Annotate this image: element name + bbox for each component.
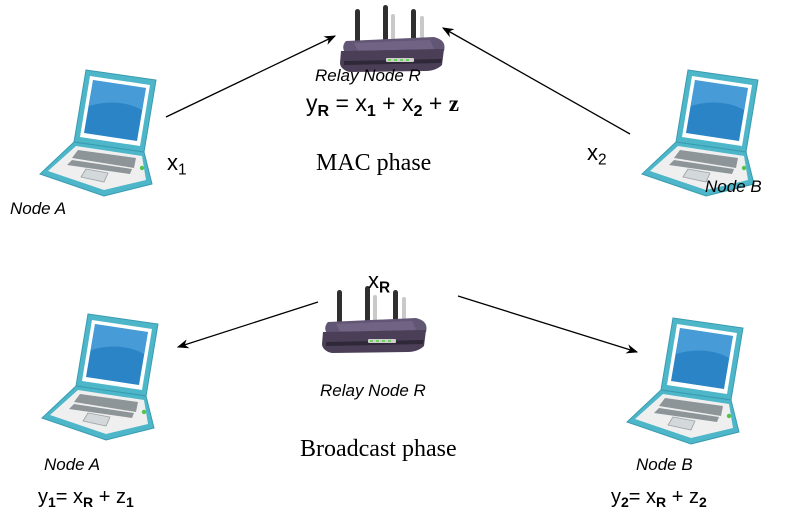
broadcast-node-b-laptop-icon bbox=[626, 317, 744, 445]
broadcast-node-b-equation: y2= xR + z2 bbox=[611, 486, 707, 511]
broadcast-phase-label: Broadcast phase bbox=[300, 436, 457, 462]
mac-relay-label: Relay Node R bbox=[315, 66, 421, 85]
broadcast-node-a-equation: y1= xR + z1 bbox=[38, 486, 134, 511]
arrow-a-to-relay bbox=[165, 35, 337, 118]
broadcast-node-a-label: Node A bbox=[44, 455, 101, 474]
arrow-b-to-relay bbox=[441, 27, 631, 135]
mac-phase-label: MAC phase bbox=[316, 150, 432, 176]
arrow-relay-to-a bbox=[176, 301, 319, 349]
mac-node-a-label: Node A bbox=[10, 199, 67, 218]
broadcast-router-icon bbox=[322, 286, 427, 353]
mac-node-a-laptop-icon bbox=[39, 69, 157, 197]
mac-node-a-signal: x1 bbox=[167, 150, 187, 179]
mac-node-b-label: Node B bbox=[705, 177, 762, 196]
broadcast-node-a-laptop-icon bbox=[41, 313, 159, 441]
broadcast-node-b-label: Node B bbox=[636, 455, 693, 474]
arrow-relay-to-b bbox=[457, 295, 639, 354]
mac-node-b-signal: x2 bbox=[587, 140, 607, 169]
mac-router-icon bbox=[340, 5, 445, 72]
broadcast-relay-label: Relay Node R bbox=[320, 381, 426, 400]
mac-relay-equation: yR = x1 + x2 + z bbox=[306, 90, 459, 120]
broadcast-relay-signal: xR bbox=[368, 268, 391, 297]
